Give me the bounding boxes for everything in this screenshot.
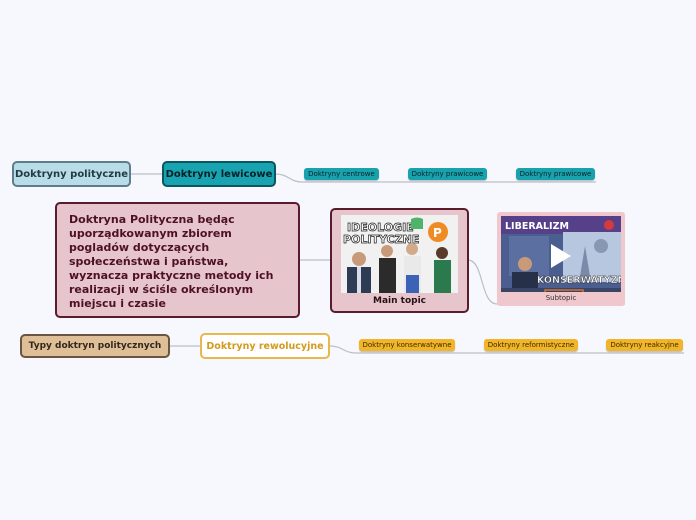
- leaf-label: Doktryny centrowe: [308, 170, 375, 178]
- leaf-doktryny-reakcyjne[interactable]: Doktryny reakcyjne: [606, 339, 683, 351]
- node-label: Doktryny rewolucyjne: [206, 340, 324, 352]
- leaf-doktryny-prawicowe-1[interactable]: Doktryny prawicowe: [408, 168, 487, 180]
- liberalizm-video-thumbnail[interactable]: LIBERALIZM KONSERWATYZM: [501, 216, 621, 292]
- leaf-doktryny-reformistyczne[interactable]: Doktryny reformistyczne: [484, 339, 578, 351]
- node-label: Doktryny lewicowe: [165, 168, 273, 180]
- image-text-polityczne: POLITYCZNE: [343, 233, 419, 246]
- node-doktryny-lewicowe[interactable]: Doktryny lewicowe: [162, 161, 276, 187]
- node-label: Doktryny polityczne: [14, 168, 128, 180]
- node-main-topic[interactable]: IDEOLOGIE POLITYCZNE P Main topic: [330, 208, 469, 313]
- node-doktryny-rewolucyjne[interactable]: Doktryny rewolucyjne: [200, 333, 330, 359]
- node-doktryny-polityczne[interactable]: Doktryny polityczne: [12, 161, 131, 187]
- leaf-label: Doktryny prawicowe: [519, 170, 592, 178]
- svg-text:P: P: [433, 226, 442, 240]
- leaf-doktryny-prawicowe-2[interactable]: Doktryny prawicowe: [516, 168, 595, 180]
- subtopic-label: Subtopic: [545, 294, 577, 302]
- image-text-liberalizm: LIBERALIZM: [505, 221, 569, 232]
- leaf-label: Doktryny prawicowe: [411, 170, 484, 178]
- node-subtopic[interactable]: LIBERALIZM KONSERWATYZM Subtopic: [497, 212, 625, 306]
- image-text-konserwatyzm: KONSERWATYZM: [537, 275, 621, 286]
- leaf-label: Doktryny reakcyjne: [610, 341, 679, 349]
- leaf-label: Doktryny konserwatywne: [362, 341, 452, 349]
- connector-lewicowe-leaves: [275, 173, 596, 183]
- node-label: Typy doktryn politycznych: [28, 341, 162, 351]
- node-definition[interactable]: Doktryna Polityczna będąc uporządkowanym…: [55, 202, 300, 318]
- connector-rewolucyjne-leaves: [329, 345, 684, 354]
- connector-topic-sub: [467, 259, 625, 305]
- main-topic-label: Main topic: [372, 296, 426, 306]
- node-typy-doktryn[interactable]: Typy doktryn politycznych: [20, 334, 170, 358]
- definition-text: Doktryna Polityczna będąc uporządkowanym…: [69, 213, 274, 310]
- ideologie-illustration: IDEOLOGIE POLITYCZNE P: [341, 215, 458, 293]
- leaf-label: Doktryny reformistyczne: [487, 341, 575, 349]
- image-text-ideologie: IDEOLOGIE: [347, 221, 414, 234]
- liberalizm-illustration: LIBERALIZM KONSERWATYZM: [501, 216, 621, 292]
- leaf-doktryny-centrowe[interactable]: Doktryny centrowe: [304, 168, 379, 180]
- ideologie-image: IDEOLOGIE POLITYCZNE P: [341, 215, 458, 293]
- leaf-doktryny-konserwatywne[interactable]: Doktryny konserwatywne: [359, 339, 455, 351]
